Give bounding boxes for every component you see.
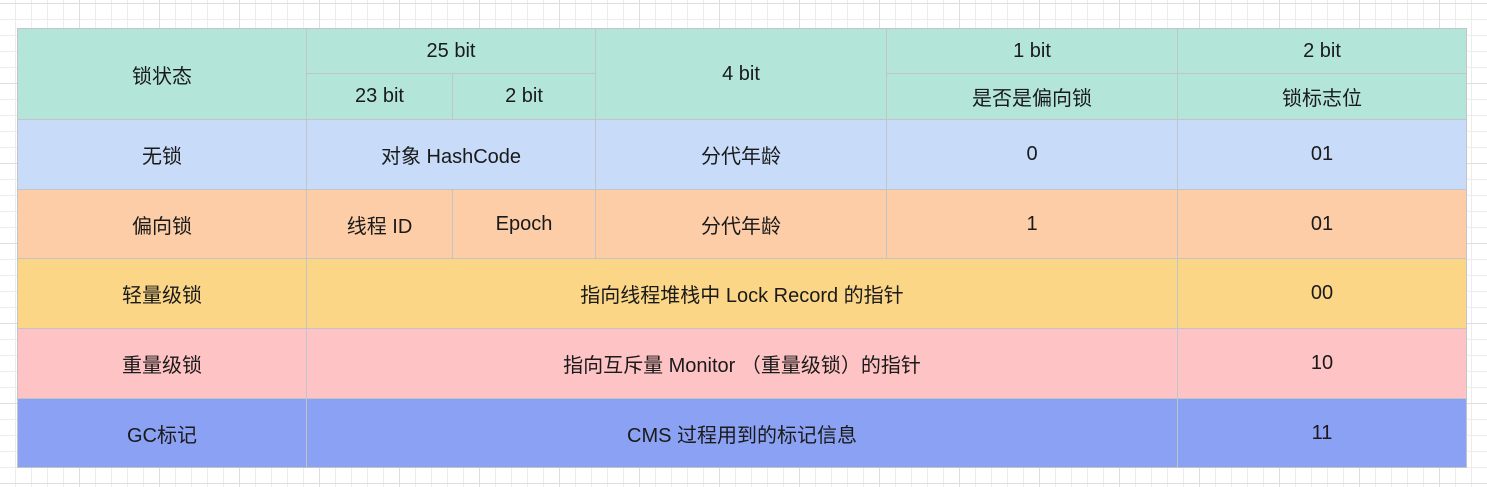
cell-hashcode: 对象 HashCode bbox=[306, 119, 596, 190]
row-gc-mark: GC标记 CMS 过程用到的标记信息 11 bbox=[17, 398, 1467, 468]
header-23bit: 23 bit bbox=[306, 73, 453, 120]
cell-state: 无锁 bbox=[17, 119, 307, 190]
cell-biased: 1 bbox=[886, 189, 1178, 259]
cell-age: 分代年龄 bbox=[595, 189, 887, 259]
cell-flag: 00 bbox=[1177, 258, 1467, 329]
cell-biased: 0 bbox=[886, 119, 1178, 190]
cell-state: GC标记 bbox=[17, 398, 307, 468]
cell-thread-id: 线程 ID bbox=[306, 189, 453, 259]
cell-state: 轻量级锁 bbox=[17, 258, 307, 329]
cell-epoch: Epoch bbox=[452, 189, 596, 259]
cell-flag: 01 bbox=[1177, 189, 1467, 259]
row-heavyweight-lock: 重量级锁 指向互斥量 Monitor （重量级锁）的指针 10 bbox=[17, 328, 1467, 399]
row-biased-lock: 偏向锁 线程 ID Epoch 分代年龄 1 01 bbox=[17, 189, 1467, 259]
cell-pointer: CMS 过程用到的标记信息 bbox=[306, 398, 1178, 468]
header-row-top: 锁状态 25 bit 4 bit 1 bit 2 bit bbox=[17, 28, 1467, 120]
row-no-lock: 无锁 对象 HashCode 分代年龄 0 01 bbox=[17, 119, 1467, 190]
header-2bit: 2 bit bbox=[1177, 28, 1467, 74]
header-lock-state: 锁状态 bbox=[17, 28, 307, 120]
cell-pointer: 指向互斥量 Monitor （重量级锁）的指针 bbox=[306, 328, 1178, 399]
cell-pointer: 指向线程堆栈中 Lock Record 的指针 bbox=[306, 258, 1178, 329]
header-lock-flag: 锁标志位 bbox=[1177, 73, 1467, 120]
cell-flag: 01 bbox=[1177, 119, 1467, 190]
header-is-biased: 是否是偏向锁 bbox=[886, 73, 1178, 120]
cell-flag: 10 bbox=[1177, 328, 1467, 399]
cell-flag: 11 bbox=[1177, 398, 1467, 468]
cell-state: 重量级锁 bbox=[17, 328, 307, 399]
header-1bit: 1 bit bbox=[886, 28, 1178, 74]
cell-state: 偏向锁 bbox=[17, 189, 307, 259]
header-4bit: 4 bit bbox=[595, 28, 887, 120]
row-lightweight-lock: 轻量级锁 指向线程堆栈中 Lock Record 的指针 00 bbox=[17, 258, 1467, 329]
header-2bit-sub: 2 bit bbox=[452, 73, 596, 120]
header-25bit: 25 bit bbox=[306, 28, 596, 74]
mark-word-table: 锁状态 25 bit 4 bit 1 bit 2 bit 23 bit 2 bi… bbox=[17, 28, 1467, 468]
cell-age: 分代年龄 bbox=[595, 119, 887, 190]
